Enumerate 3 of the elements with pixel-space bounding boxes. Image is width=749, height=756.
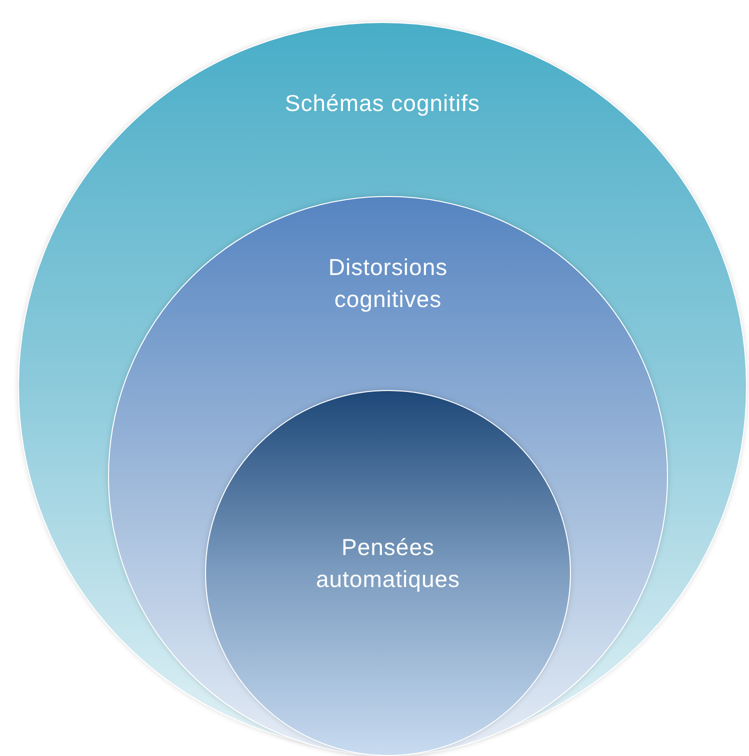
circle-label: Schémas cognitifs — [284, 89, 480, 118]
circle-label: Distorsions cognitives — [327, 253, 449, 314]
circle-label: Pensées automatiques — [314, 533, 462, 594]
